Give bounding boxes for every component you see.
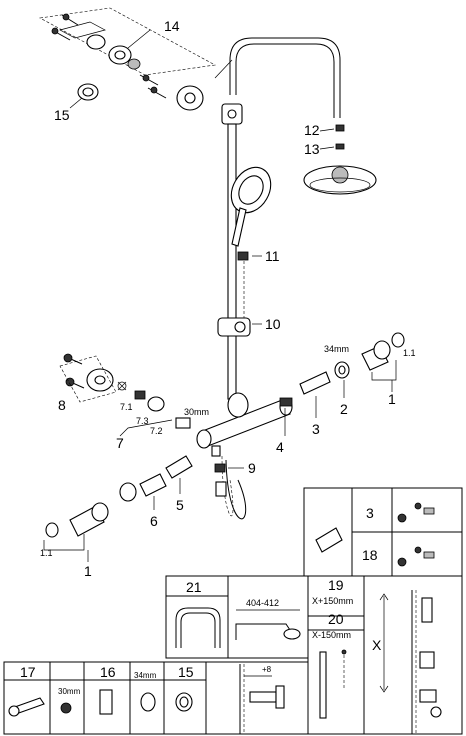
shower-riser-rail: 11 10 [214,37,341,400]
label-30mm-b: 30mm [58,687,81,696]
callout-15: 15 [54,107,70,123]
inset-num-3: 3 [366,505,374,521]
callout-7-1: 7.1 [120,402,133,412]
callout-1-1a: 1.1 [403,348,416,358]
inset-x-label: X [372,637,382,653]
inset-spare-parts: 3 18 [303,487,463,577]
label-34mm-b: 34mm [134,671,157,680]
label-30mm-a: 30mm [184,407,209,417]
bottom-num-17: 17 [20,664,36,680]
callout-4: 4 [276,439,284,455]
callout-13: 13 [304,141,320,157]
bottom-row: 17 16 15 30mm 34mm +8 [3,661,309,735]
callout-10: 10 [265,316,281,332]
callout-7-2: 7.2 [150,426,163,436]
callout-7-3: 7.3 [136,416,149,426]
inset-21: 21 404-412 [165,575,309,659]
callout-5: 5 [176,497,184,513]
label-34mm-a: 34mm [324,344,349,354]
label-plus8: +8 [262,665,272,674]
callout-1a: 1 [388,391,396,407]
inset-num-21: 21 [186,579,202,595]
inset-19-20: 19 X+150mm 20 X-150mm X [307,575,463,735]
callout-1-1b: 1.1 [40,548,53,558]
head-shower: 12 13 [303,122,377,195]
callout-7: 7 [116,435,124,451]
inset-num-18: 18 [362,547,378,563]
callout-8: 8 [58,397,66,413]
inset-num-20: 20 [328,611,344,627]
hand-shower [230,166,272,247]
inset-19-text: X+150mm [312,596,353,606]
wall-bracket-assembly: 14 15 [39,7,216,123]
callout-1b: 1 [84,563,92,579]
bottom-num-15: 15 [178,664,194,680]
inset-21-dim: 404-412 [246,598,279,608]
callout-2: 2 [340,401,348,417]
callout-3: 3 [312,421,320,437]
callout-9: 9 [248,460,256,476]
callout-14: 14 [164,18,180,34]
callout-11: 11 [265,248,280,264]
callout-6: 6 [150,513,158,529]
inset-num-19: 19 [328,577,344,593]
inset-20-text: X-150mm [312,630,351,640]
callout-12: 12 [304,122,320,138]
bottom-num-16: 16 [100,664,116,680]
thermostat-assembly: 9 8 30mm 7.1 7.3 7.2 7 4 3 34mm 2 [40,332,416,579]
